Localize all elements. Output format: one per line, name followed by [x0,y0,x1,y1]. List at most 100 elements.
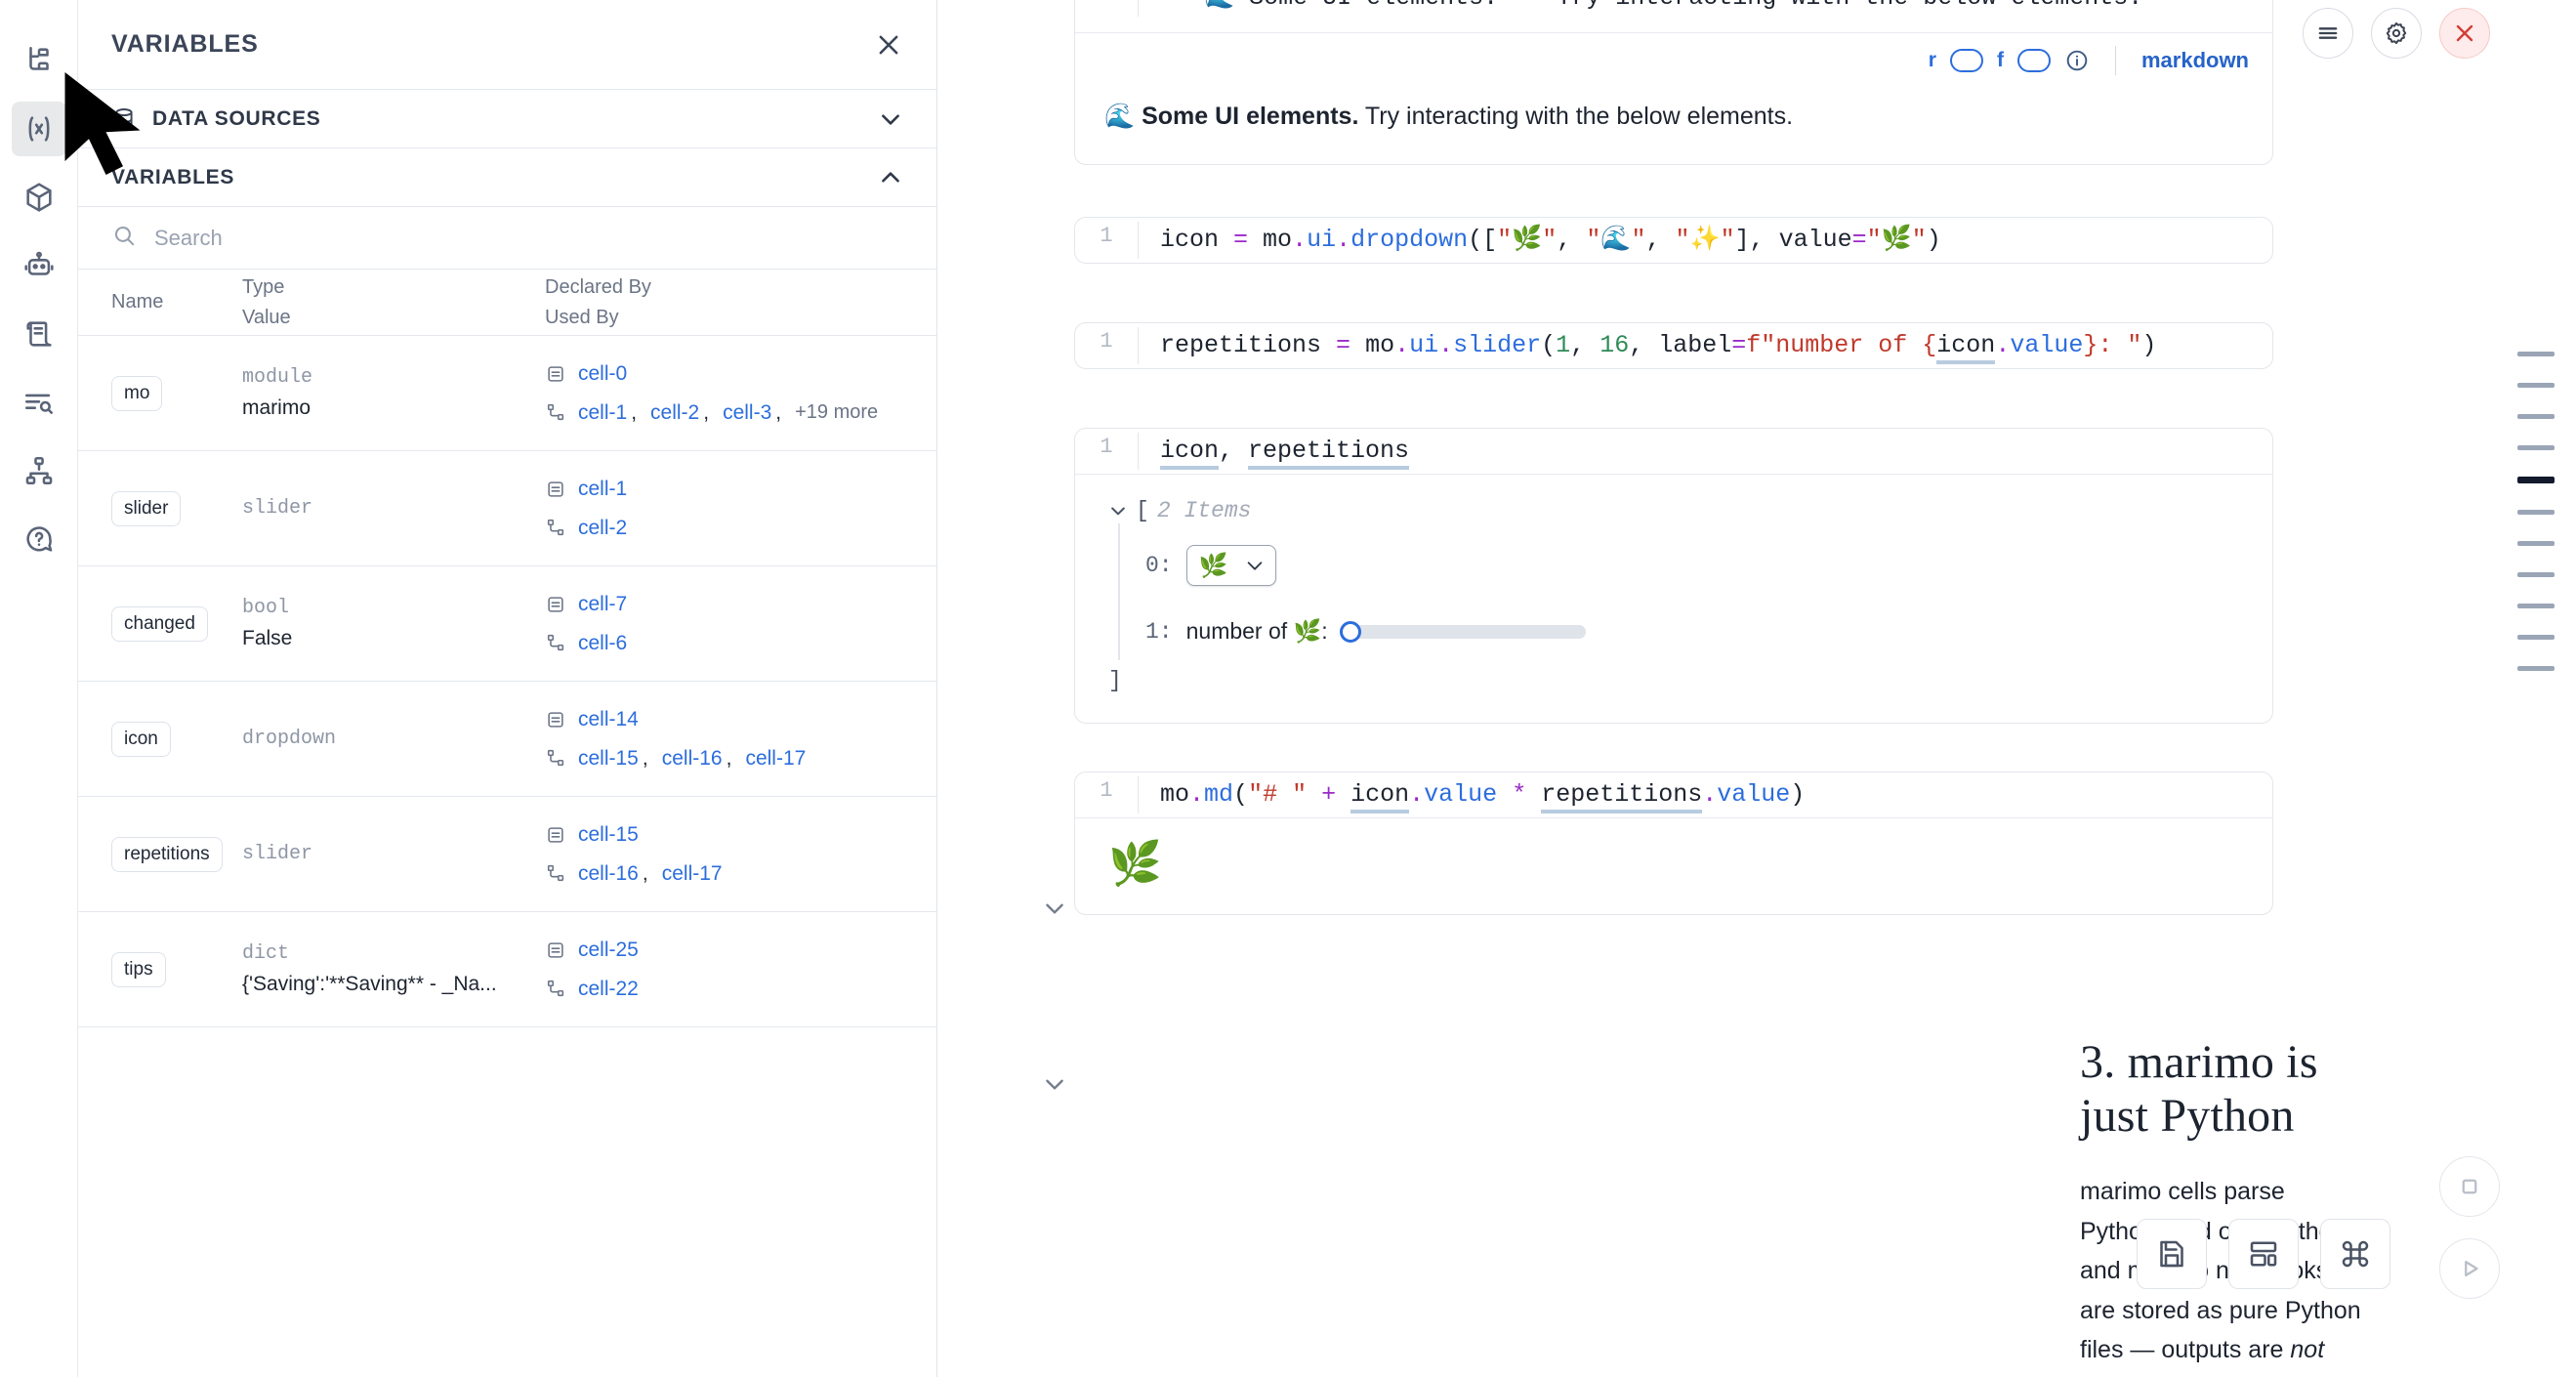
minimap-line[interactable] [2517,445,2555,450]
cell-markdown-editor[interactable]: 1 """🌊 Some UI elements.""" Try interact… [1074,0,2273,90]
code-token: md [1204,780,1234,809]
chevron-up-icon [878,165,903,190]
cell-link[interactable]: cell-22 [578,977,639,1000]
sidebar-item-assistant[interactable] [12,238,66,293]
minimap[interactable] [2517,352,2555,671]
cell-collapse-chevron[interactable] [1035,894,1074,923]
output-rest-text: Try interacting with the below elements. [1358,103,1794,130]
list-open-bracket: [ [1136,497,1149,523]
search-input[interactable] [154,225,903,251]
chevron-down-icon [1244,555,1266,576]
sidebar-item-dependency-graph[interactable] [12,443,66,498]
cell-link[interactable]: cell-17 [745,746,807,770]
sidebar-item-file-explorer[interactable] [12,33,66,88]
variable-name-chip[interactable]: icon [111,721,171,757]
cell-link[interactable]: cell-14 [578,707,639,730]
variable-value: marimo [242,396,312,419]
code-token: ([ [1468,226,1498,254]
cell-delete-button[interactable] [2439,8,2490,59]
save-button[interactable] [2137,1219,2207,1289]
cell-link[interactable]: cell-15 [578,746,639,770]
used-by-icon [545,747,566,769]
section-collapse-chevron[interactable] [1035,1069,1074,1099]
minimap-line[interactable] [2517,666,2555,671]
variable-name-chip[interactable]: tips [111,951,166,987]
cell-link[interactable]: cell-0 [578,361,628,385]
code-token: icon [1936,331,1996,364]
cell-slider-definition[interactable]: 1 repetitions = mo.ui.slider(1, 16, labe… [1074,322,2273,369]
toolbar-divider [2114,46,2116,75]
cell-link[interactable]: cell-3 [723,400,772,424]
used-by-more-count[interactable]: +19 more [795,401,879,424]
line-number: 1 [1100,435,1113,459]
cell-settings-button[interactable] [2371,8,2422,59]
cell-link[interactable]: cell-6 [578,631,628,654]
sidebar-item-packages[interactable] [12,170,66,225]
minimap-line[interactable] [2517,541,2555,546]
cell-link[interactable]: cell-17 [661,861,723,885]
variable-name-chip[interactable]: slider [111,490,182,526]
variable-name-chip[interactable]: changed [111,605,208,642]
sidebar-item-scratchpad[interactable] [12,307,66,361]
code-text[interactable]: icon, repetitions [1138,433,2272,470]
cell-link[interactable]: cell-1 [578,477,628,500]
code-text[interactable]: icon = mo.ui.dropdown(["🌿", "🌊", "✨"], v… [1138,222,2272,259]
reactive-toggle[interactable] [1949,49,1983,72]
code-token [1336,780,1350,809]
sidebar-item-logs[interactable] [12,375,66,430]
code-line: 1 mo.md("# " + icon.value * repetitions.… [1075,772,2272,817]
panel-close-button[interactable] [874,30,903,60]
slider-thumb[interactable] [1339,620,1361,643]
code-token: + [1321,780,1337,809]
code-token: = [1336,331,1351,359]
cell-link[interactable]: cell-7 [578,592,628,615]
variable-name-chip[interactable]: mo [111,375,163,411]
slider-track[interactable] [1341,624,1586,639]
cell-md-render[interactable]: 1 mo.md("# " + icon.value * repetitions.… [1074,772,2273,915]
language-tag[interactable]: markdown [2140,48,2249,72]
cell-markdown-output: 🌊 Some UI elements. Try interacting with… [1074,76,2273,165]
file-tree-icon [22,44,56,77]
chevron-down-icon [878,106,903,132]
cell-link[interactable]: cell-16 [661,746,723,770]
layout-button[interactable] [2228,1219,2299,1289]
separator: , [642,746,648,770]
cell-link[interactable]: cell-16 [578,861,639,885]
code-text[interactable]: mo.md("# " + icon.value * repetitions.va… [1138,776,2272,814]
stop-button[interactable] [2439,1156,2500,1217]
cell-link[interactable]: cell-2 [578,516,628,539]
sidebar-item-help[interactable] [12,512,66,566]
play-triangle-icon [2455,1254,2484,1283]
run-button[interactable] [2439,1238,2500,1299]
minimap-line[interactable] [2517,383,2555,388]
minimap-line[interactable] [2517,414,2555,419]
cell-link[interactable]: cell-2 [650,400,700,424]
command-palette-button[interactable] [2320,1219,2390,1289]
cell-link[interactable]: cell-15 [578,822,639,846]
chevron-down-icon[interactable] [1108,501,1128,521]
section-data-sources[interactable]: DATA SOURCES [78,90,936,148]
dropdown-input[interactable]: 🌿 [1185,544,1276,586]
minimap-line[interactable] [2517,477,2555,483]
cell-link[interactable]: cell-25 [578,938,639,961]
cell-menu-button[interactable] [2303,8,2353,59]
minimap-line[interactable] [2517,604,2555,608]
frozen-toggle[interactable] [2016,49,2051,72]
code-text[interactable]: """🌊 Some UI elements.""" Try interactin… [1138,0,2272,17]
variable-name-chip[interactable]: repetitions [111,836,223,872]
info-icon[interactable] [2064,48,2090,73]
minimap-line[interactable] [2517,352,2555,356]
cell-link[interactable]: cell-1 [578,400,628,424]
code-text[interactable]: repetitions = mo.ui.slider(1, 16, label=… [1138,327,2272,364]
reactive-toggle-label: r [1928,49,1936,71]
separator: , [775,400,782,424]
section-variables[interactable]: VARIABLES [78,148,936,207]
sidebar-item-variables[interactable] [11,102,66,156]
minimap-line[interactable] [2517,510,2555,515]
slider-input[interactable] [1339,620,1586,643]
cell-display-elements[interactable]: 1 icon, repetitions [ 2 Items 0: [1074,428,2273,724]
minimap-line[interactable] [2517,572,2555,577]
list-output-header[interactable]: [ 2 Items [1108,498,2243,523]
cell-dropdown-definition[interactable]: 1 icon = mo.ui.dropdown(["🌿", "🌊", "✨"],… [1074,217,2273,264]
minimap-line[interactable] [2517,635,2555,640]
